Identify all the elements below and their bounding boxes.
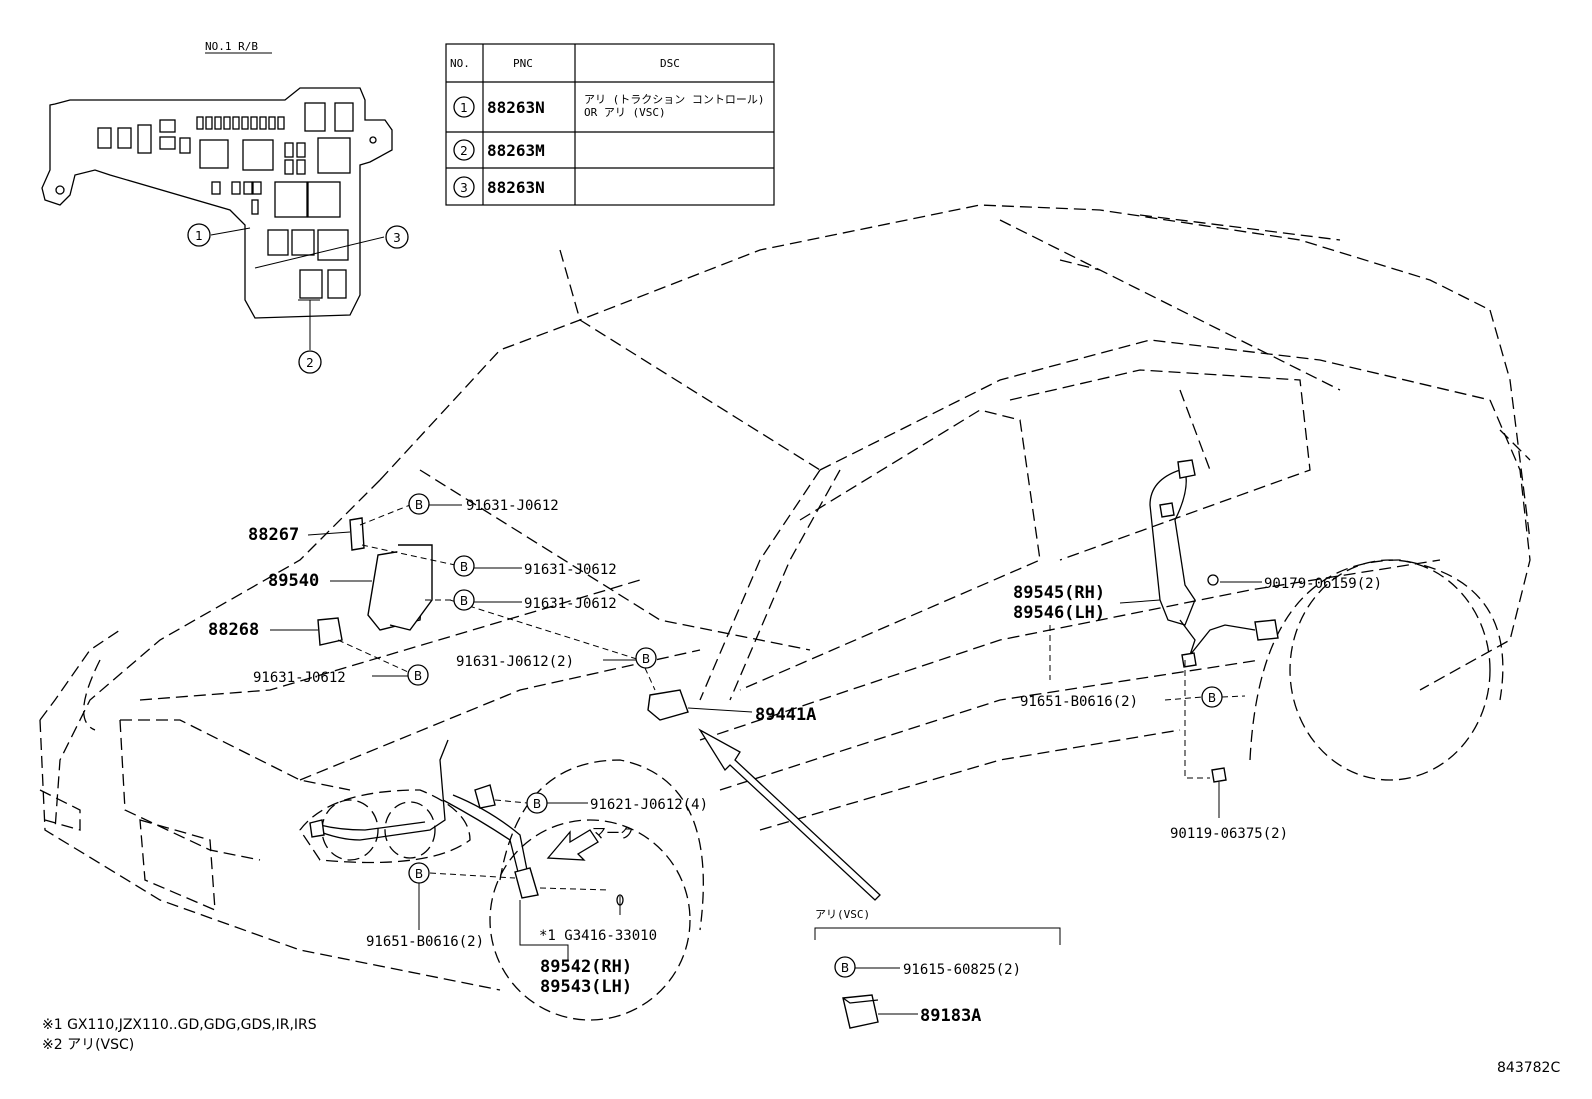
part-88268: 88268 <box>208 617 343 646</box>
label-fastener-f8: 91651-B0616(2) <box>1020 694 1138 710</box>
label-fastener-f4: 91631-J0612 <box>253 670 346 686</box>
figure-code: 843782C <box>1497 1060 1560 1076</box>
label-88268: 88268 <box>208 620 259 640</box>
part-89540: 89540 <box>268 544 433 631</box>
part-89542: 89542(RH) 89543(LH) *1 G3416-33010 <box>309 739 657 997</box>
callout-3: 3 <box>393 231 401 245</box>
table-row-1-dsc-line1: アリ (トラクション コントロール) <box>584 93 765 106</box>
label-fastener-f3: 91631-J0612 <box>524 596 617 612</box>
mark-indicator: マーク <box>546 826 634 861</box>
pnc-table: NO. PNC DSC 1 88263N アリ (トラクション コントロール) … <box>445 43 775 206</box>
table-row-2-pnc: 88263M <box>487 141 545 160</box>
label-fastener-f1: 91631-J0612 <box>466 498 559 514</box>
label-89183a: 89183A <box>920 1006 981 1026</box>
table-row-3-no: 3 <box>460 181 468 195</box>
footnote-1: ※1 GX110,JZX110..GD,GDG,GDS,IR,IRS <box>42 1017 317 1033</box>
callout-1: 1 <box>195 229 203 243</box>
label-fastener-f2: 91631-J0612 <box>524 562 617 578</box>
relay-block-title: NO.1 R/B <box>205 40 258 53</box>
label-mark: マーク <box>592 826 634 842</box>
vehicle-outline <box>39 204 1531 1021</box>
table-row-1-no: 1 <box>460 101 468 115</box>
label-89543: 89543(LH) <box>540 977 632 997</box>
fastener-f10: 90119-06375(2) <box>1170 660 1288 842</box>
bolt-symbol: B <box>460 560 468 574</box>
table-row-2-no: 2 <box>460 144 468 158</box>
fastener-f6: B 91621-J0612(4) <box>494 792 708 814</box>
label-sensor-note: *1 G3416-33010 <box>539 928 657 944</box>
view-arrow <box>698 728 881 901</box>
table-header-no: NO. <box>450 57 470 70</box>
fastener-f2: B 91631-J0612 <box>453 555 617 578</box>
fastener-f1: B 91631-J0612 <box>408 493 559 515</box>
table-row-1-dsc-line2: OR アリ (VSC) <box>584 106 666 119</box>
fastener-f7: B 91651-B0616(2) <box>366 862 484 950</box>
fastener-f4: B 91631-J0612 <box>253 664 429 686</box>
label-89546: 89546(LH) <box>1013 603 1105 623</box>
footnote-2: ※2 アリ(VSC) <box>42 1037 134 1053</box>
table-row-3-pnc: 88263N <box>487 178 545 197</box>
label-89542: 89542(RH) <box>540 957 632 977</box>
bolt-symbol: B <box>414 669 422 683</box>
bolt-symbol: B <box>1208 691 1216 705</box>
table-header-dsc: DSC <box>660 57 680 70</box>
callout-2: 2 <box>306 356 314 370</box>
label-fastener-f9: 90179-06159(2) <box>1264 576 1382 592</box>
bolt-symbol: B <box>415 498 423 512</box>
table-row-1-pnc: 88263N <box>487 98 545 117</box>
label-fastener-f11: 91615-60825(2) <box>903 962 1021 978</box>
relay-block: NO.1 R/B <box>41 40 409 374</box>
bolt-symbol: B <box>533 797 541 811</box>
bolt-symbol: B <box>642 652 650 666</box>
table-header-pnc: PNC <box>513 57 533 70</box>
label-89540: 89540 <box>268 571 319 591</box>
fastener-f8: B 91651-B0616(2) <box>1020 686 1246 710</box>
bolt-symbol: B <box>415 867 423 881</box>
part-88267: 88267 <box>248 517 365 551</box>
label-fastener-f10: 90119-06375(2) <box>1170 826 1288 842</box>
part-89545: 89545(RH) 89546(LH) <box>1013 459 1279 680</box>
vsc-group: アリ(VSC) B 91615-60825(2) 89183A <box>814 908 1061 1029</box>
bolt-symbol: B <box>460 594 468 608</box>
fastener-f3: B 91631-J0612 <box>453 589 617 612</box>
label-fastener-f5: 91631-J0612(2) <box>456 654 574 670</box>
label-89441a: 89441A <box>755 705 816 725</box>
fastener-f9: 90179-06159(2) <box>1207 574 1382 592</box>
label-fastener-f6: 91621-J0612(4) <box>590 797 708 813</box>
fastener-f5: B 91631-J0612(2) <box>456 647 657 670</box>
label-fastener-f7: 91651-B0616(2) <box>366 934 484 950</box>
part-89441a: 89441A <box>647 689 816 725</box>
label-vsc-group: アリ(VSC) <box>815 908 870 921</box>
label-88267: 88267 <box>248 525 299 545</box>
bolt-symbol: B <box>841 961 849 975</box>
label-89545: 89545(RH) <box>1013 583 1105 603</box>
